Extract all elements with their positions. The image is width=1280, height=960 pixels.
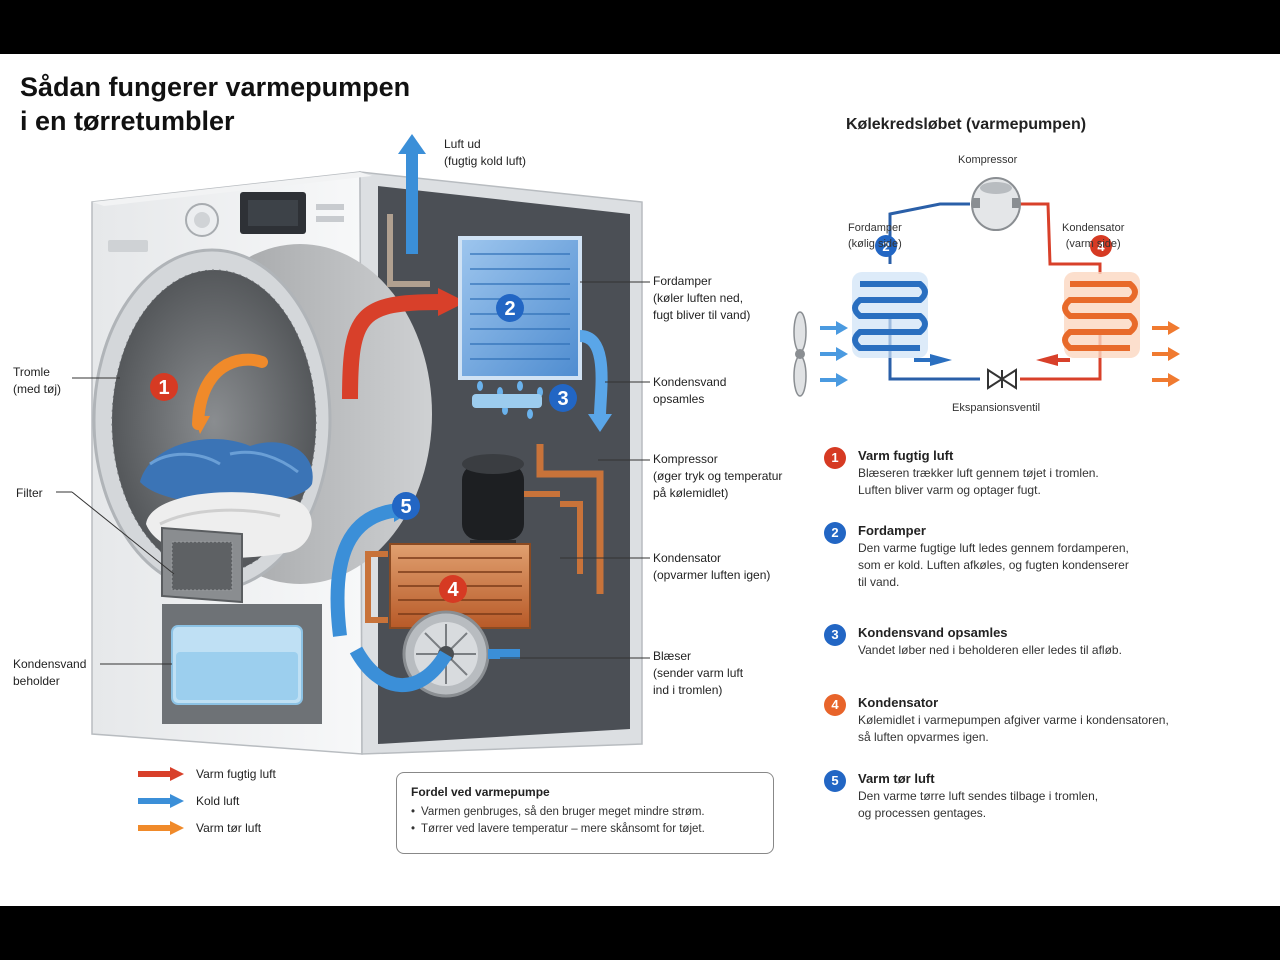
cycle-condenser-label: Kondensator (varm side) bbox=[1062, 222, 1125, 250]
expansion-valve-icon bbox=[987, 368, 1017, 390]
title-line-1: Sådan fungerer varmepumpen bbox=[20, 72, 411, 102]
compressor bbox=[462, 454, 524, 548]
cycle-cold-air-arrows bbox=[820, 321, 848, 387]
warm-air-arrow-drum bbox=[192, 353, 268, 430]
benefit-title: Fordel ved varmepumpe bbox=[411, 785, 550, 799]
cycle-warm-air-arrows bbox=[1152, 321, 1180, 387]
explanation-4: 4 Kondensator Kølemidlet i varmepumpen a… bbox=[824, 694, 1254, 746]
cycle-evaporator-label: Fordamper (kølig side) bbox=[848, 222, 902, 250]
legend-cold: Kold luft bbox=[138, 791, 239, 811]
label-filter: Filter bbox=[16, 486, 43, 500]
label-condenser: Kondensator (opvarmer luften igen) bbox=[653, 551, 771, 582]
svg-text:1: 1 bbox=[158, 377, 169, 399]
badge-2: 2 bbox=[496, 294, 524, 322]
hot-arrow-icon bbox=[138, 767, 184, 781]
benefit-item: Tørrer ved lavere temperatur – mere skån… bbox=[411, 821, 759, 838]
label-evaporator: Fordamper (køler luften ned, fugt bliver… bbox=[653, 274, 751, 322]
warm-arrow-icon bbox=[138, 821, 184, 835]
cycle-valve-label: Ekspansionsventil bbox=[952, 402, 1041, 414]
svg-text:2: 2 bbox=[882, 239, 889, 254]
explanation-3: 3 Kondensvand opsamles Vandet løber ned … bbox=[824, 624, 1254, 659]
svg-text:4: 4 bbox=[447, 579, 459, 601]
label-container: Kondensvand beholder bbox=[13, 657, 87, 688]
legend-hot: Varm fugtig luft bbox=[138, 764, 276, 784]
label-air-out: Luft ud (fugtig kold luft) bbox=[444, 137, 527, 168]
leader-lines bbox=[56, 281, 650, 665]
svg-text:4: 4 bbox=[1097, 239, 1105, 254]
fan-icon bbox=[793, 311, 807, 397]
svg-text:3: 3 bbox=[557, 388, 568, 410]
svg-text:5: 5 bbox=[400, 496, 411, 518]
title-line-2: i en tørretumbler bbox=[20, 106, 235, 136]
condensate-container bbox=[162, 604, 322, 724]
svg-text:2: 2 bbox=[504, 298, 515, 320]
label-drum: Tromle (med tøj) bbox=[13, 365, 61, 396]
badge-4: 4 bbox=[439, 575, 467, 603]
refrigerant-cycle-diagram: 2 4 bbox=[793, 177, 1180, 397]
benefit-item: Varmen genbruges, så den bruger meget mi… bbox=[411, 804, 759, 821]
legend-warm: Varm tør luft bbox=[138, 818, 261, 838]
cycle-badge-2: 2 bbox=[875, 235, 897, 257]
cycle-compressor-label: Kompressor bbox=[958, 154, 1018, 166]
cycle-badge-4: 4 bbox=[1090, 235, 1112, 257]
badge-3: 3 bbox=[549, 384, 577, 412]
hot-air-arrow bbox=[342, 294, 441, 400]
explanation-5: 5 Varm tør luft Den varme tørre luft sen… bbox=[824, 770, 1254, 822]
diagram-canvas: Sådan fungerer varmepumpen i en tørretum… bbox=[0, 54, 1280, 906]
label-compressor: Kompressor (øger tryk og temperatur på k… bbox=[653, 452, 783, 500]
filter bbox=[161, 526, 243, 604]
label-condensate: Kondensvand opsamles bbox=[653, 375, 727, 406]
badge-5: 5 bbox=[392, 492, 420, 520]
explanation-2: 2 Fordamper Den varme fugtige luft ledes… bbox=[824, 522, 1254, 591]
dryer-illustration: 1 2 3 4 5 bbox=[56, 134, 650, 755]
badge-1: 1 bbox=[150, 373, 178, 401]
cycle-evaporator bbox=[852, 272, 952, 366]
cycle-title: Kølekredsløbet (varmepumpen) bbox=[846, 116, 1087, 133]
label-fan: Blæser (sender varm luft ind i tromlen) bbox=[653, 649, 744, 697]
explanation-1: 1 Varm fugtig luft Blæseren trækker luft… bbox=[824, 447, 1254, 499]
benefit-box: Fordel ved varmepumpe Varmen genbruges, … bbox=[396, 772, 774, 854]
cold-arrow-icon bbox=[138, 794, 184, 808]
cycle-compressor bbox=[971, 177, 1021, 231]
page-title: Sådan fungerer varmepumpen i en tørretum… bbox=[20, 70, 410, 138]
drum bbox=[92, 244, 432, 592]
cycle-condenser bbox=[1036, 272, 1140, 366]
